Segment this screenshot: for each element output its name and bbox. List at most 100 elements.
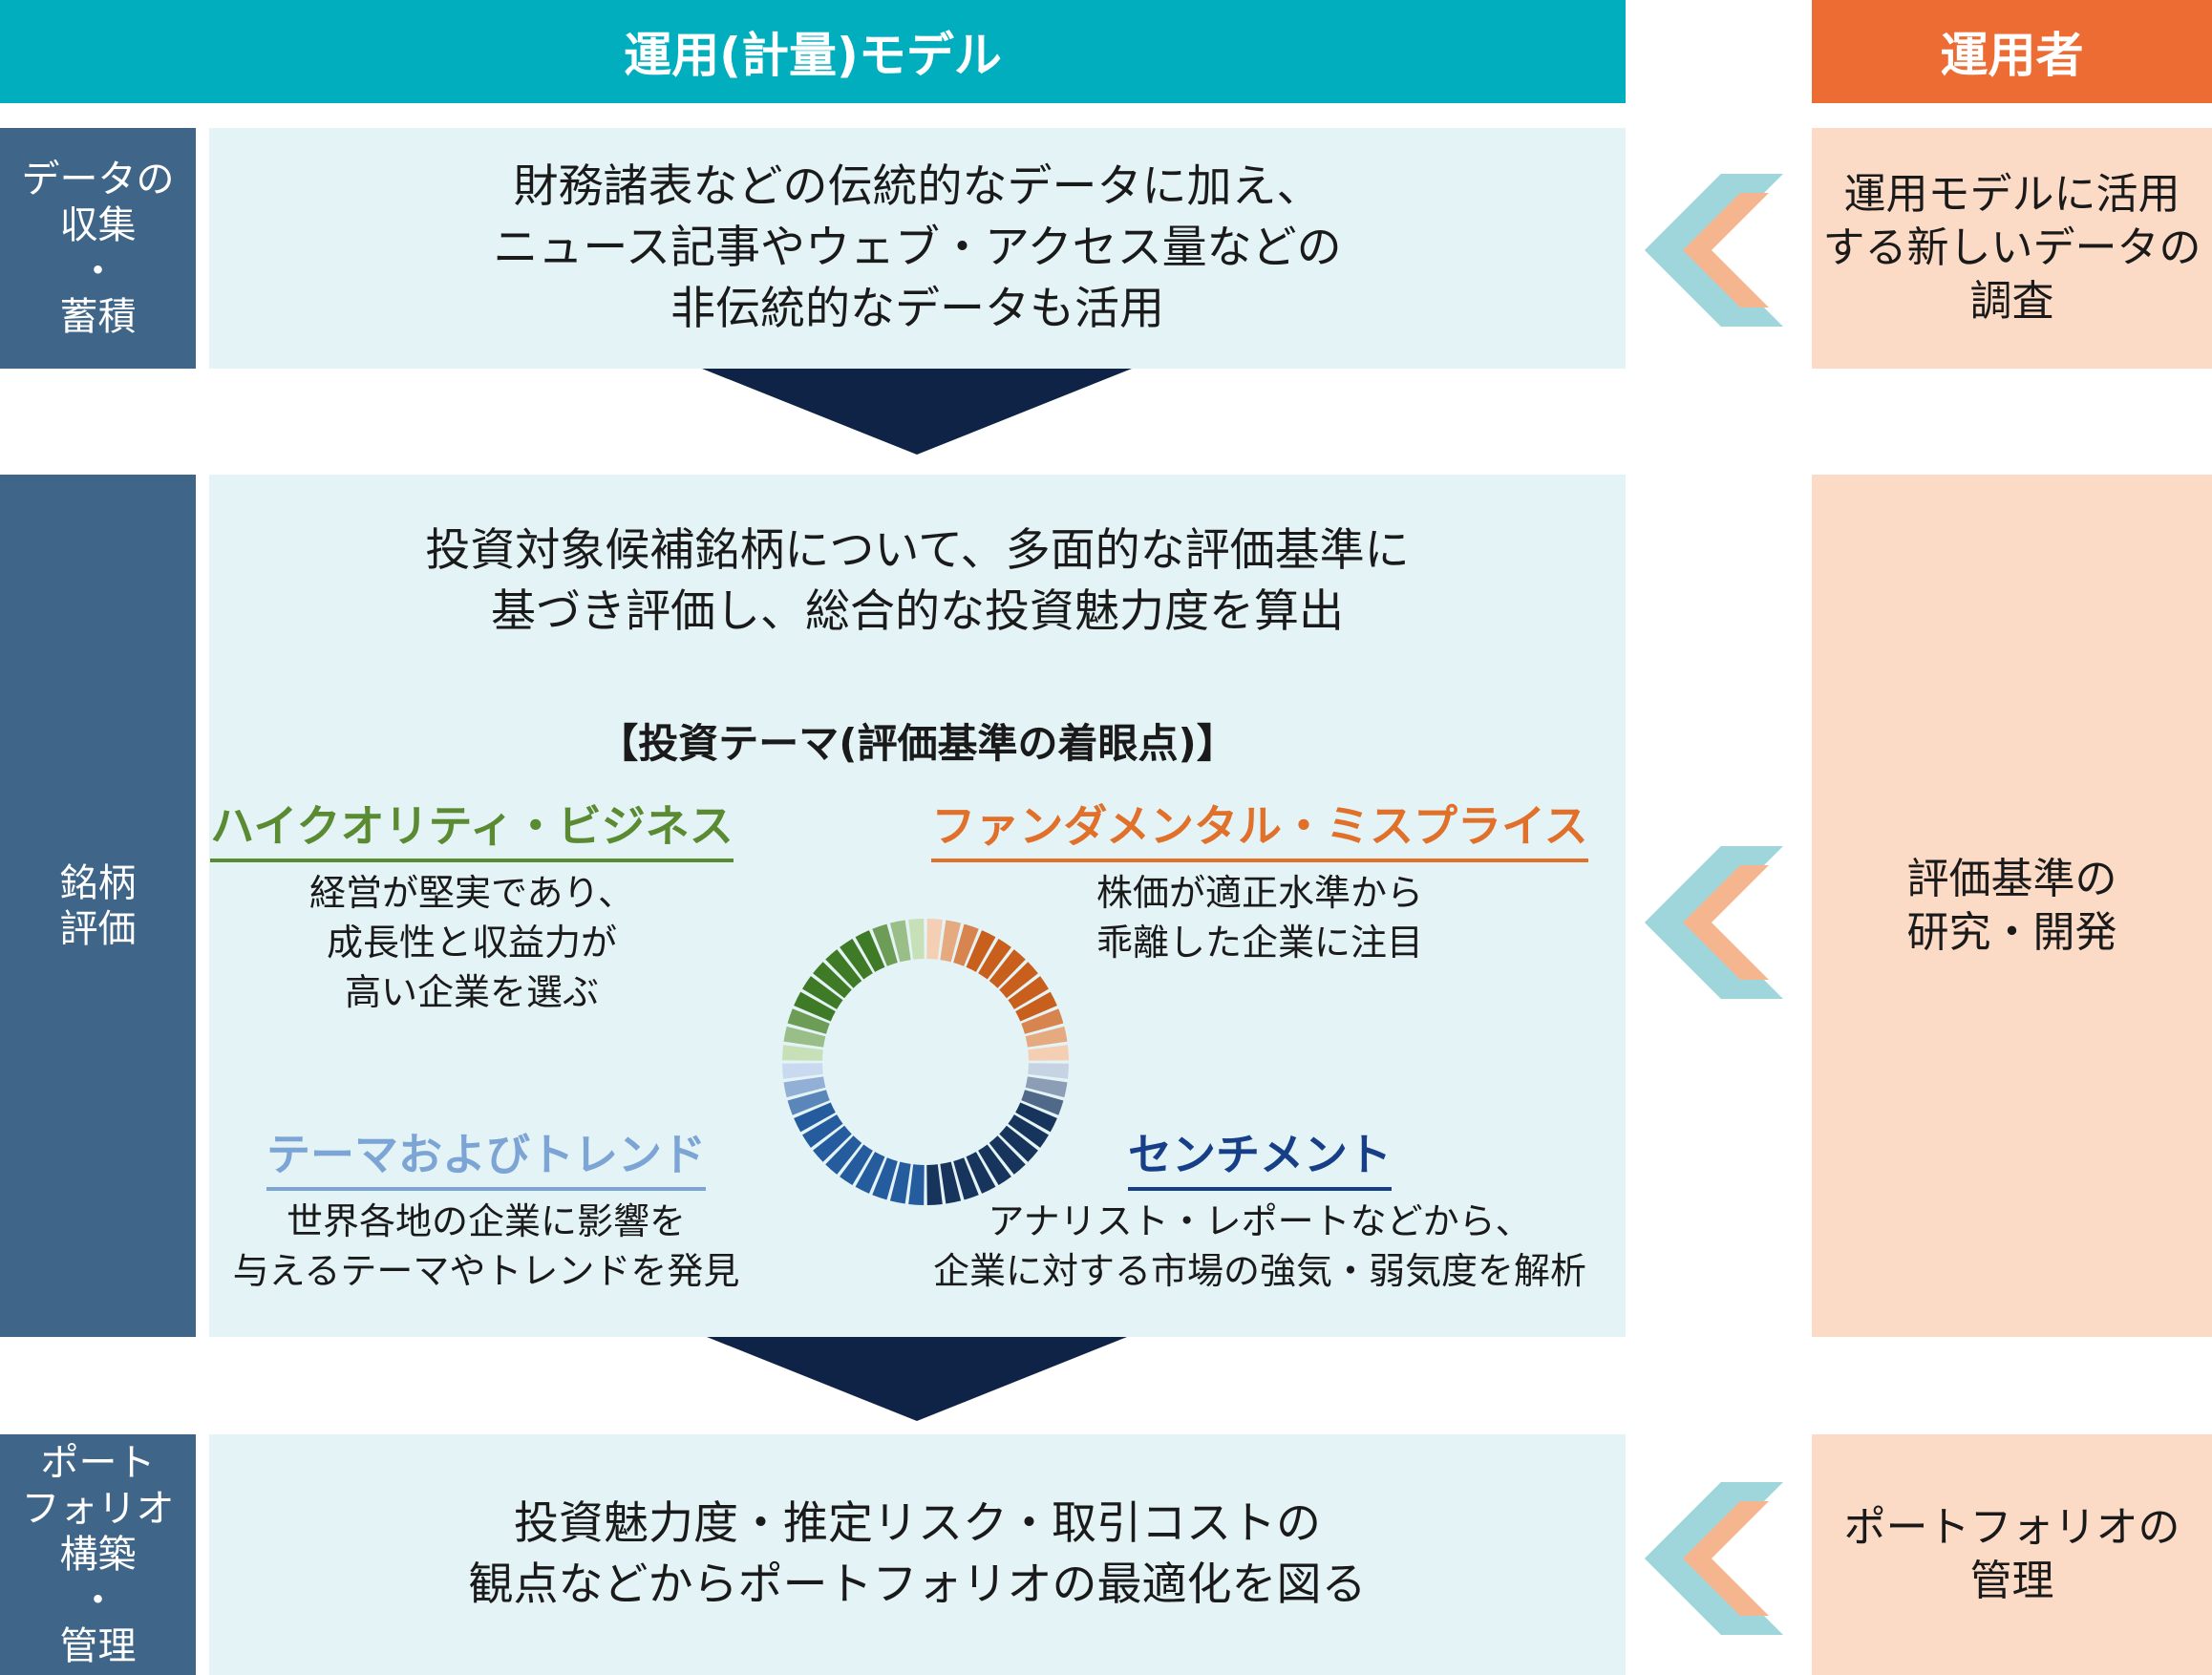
- ring-segment: [908, 1164, 925, 1205]
- ring-segment: [787, 1008, 830, 1034]
- ring-segment: [953, 1157, 979, 1200]
- theme-desc-line: 株価が適正水準から: [1095, 872, 1423, 914]
- ring-segment: [802, 1114, 843, 1148]
- side-line: 蓄積: [59, 295, 137, 339]
- ring-segment: [999, 1125, 1038, 1162]
- ring-segment: [889, 920, 911, 963]
- ring-segment: [872, 1157, 898, 1200]
- theme-desc-line: アナリスト・レポートなどから、: [988, 1200, 1532, 1242]
- themes-heading: 【投資テーマ(評価基準の着眼点)】: [598, 720, 1237, 767]
- ring-segment: [794, 991, 836, 1022]
- op-text-line: する新しいデータの: [1822, 223, 2201, 272]
- ring-segment: [966, 1152, 996, 1194]
- side-line: 収集: [59, 203, 137, 247]
- panel-text-line: 観点などからポートフォリオの最適化を図る: [468, 1558, 1367, 1611]
- side-line: ポート: [40, 1441, 156, 1485]
- side-line: 構築: [59, 1533, 137, 1577]
- ring-segment: [978, 939, 1011, 980]
- theme-title: センチメント: [1128, 1120, 1392, 1191]
- panel-text-line: 財務諸表などの伝統的なデータに加え、: [513, 160, 1322, 213]
- theme-description: アナリスト・レポートなどから、 企業に対する市場の強気・弱気度を解析: [933, 1197, 1586, 1296]
- ring-segment: [783, 1076, 826, 1098]
- ring-segment: [825, 949, 862, 988]
- ring-segment: [1028, 1063, 1069, 1079]
- theme-desc-line: 世界各地の企業に影響を: [286, 1200, 686, 1242]
- theme-themes-and-trends: テーマおよびトレンド 世界各地の企業に影響を 与えるテーマやトレンドを発見: [228, 1120, 744, 1296]
- op-text-line: 評価基準の: [1906, 854, 2117, 903]
- panel-text-line: ニュース記事やウェブ・アクセス量などの: [493, 222, 1342, 274]
- theme-desc-line: 高い企業を選ぶ: [344, 971, 599, 1013]
- operator-panel-criteria-research: 評価基準の 研究・開発: [1812, 475, 2212, 1337]
- panel-text-line: 投資魅力度・推定リスク・取引コストの: [513, 1497, 1322, 1550]
- ring-segment: [855, 930, 885, 972]
- theme-high-quality-business: ハイクオリティ・ビジネス 経営が堅実であり、 成長性と収益力が 高い企業を選ぶ: [210, 792, 734, 1017]
- down-arrow-icon: [702, 369, 1132, 455]
- ring-segment: [1008, 1114, 1049, 1148]
- op-text-line: ポートフォリオの: [1843, 1503, 2180, 1552]
- chevron-left-icon: [1645, 846, 1783, 999]
- ring-segment: [813, 962, 852, 999]
- model-header: 運用(計量)モデル: [0, 0, 1626, 103]
- ring-segment: [840, 939, 873, 980]
- op-text-line: 運用モデルに活用: [1843, 170, 2180, 219]
- side-line: 管理: [59, 1624, 137, 1668]
- ring-segment: [1021, 1008, 1064, 1034]
- ring-segment: [1028, 1045, 1069, 1061]
- side-line: フォリオ: [21, 1487, 175, 1531]
- ring-segment: [787, 1090, 830, 1115]
- panel-stock-evaluation: 投資対象候補銘柄について、多面的な評価基準に 基づき評価し、総合的な投資魅力度を…: [209, 475, 1626, 1337]
- side-label-stock-evaluation: 銘柄 評価: [0, 475, 196, 1337]
- ring-segment: [1015, 991, 1057, 1022]
- theme-desc-line: 企業に対する市場の強気・弱気度を解析: [932, 1250, 1586, 1292]
- down-arrow-icon: [707, 1337, 1127, 1421]
- theme-title: テーマおよびトレンド: [266, 1120, 706, 1191]
- panel-text-line: 非伝統的なデータも活用: [670, 283, 1164, 335]
- operator-header-title: 運用者: [1940, 28, 2084, 83]
- op-text-line: 研究・開発: [1906, 907, 2117, 957]
- theme-description: 株価が適正水準から 乖離した企業に注目: [1096, 868, 1423, 967]
- operator-header: 運用者: [1812, 0, 2212, 103]
- side-label-portfolio-construction: ポート フォリオ 構築 ・ 管理: [0, 1434, 196, 1675]
- ring-segment: [802, 976, 843, 1009]
- panel-data-collection: 財務諸表などの伝統的なデータに加え、 ニュース記事やウェブ・アクセス量などの 非…: [209, 128, 1626, 369]
- theme-title: ハイクオリティ・ビジネス: [210, 792, 734, 862]
- ring-segment: [794, 1102, 836, 1133]
- ring-segment: [840, 1144, 873, 1185]
- ring-segment: [989, 1135, 1026, 1175]
- ring-segment: [1025, 1026, 1068, 1048]
- ring-segment: [855, 1152, 885, 1194]
- ring-segment: [940, 920, 962, 963]
- panel-text-line: 基づき評価し、総合的な投資魅力度を算出: [491, 585, 1344, 638]
- ring-segment: [783, 1026, 826, 1048]
- op-text-line: 管理: [1969, 1557, 2054, 1605]
- theme-sentiment: センチメント アナリスト・レポートなどから、 企業に対する市場の強気・弱気度を解…: [916, 1120, 1604, 1296]
- ring-segment: [999, 962, 1038, 999]
- operator-panel-data-research: 運用モデルに活用 する新しいデータの 調査: [1812, 128, 2212, 369]
- side-line: ・: [78, 249, 117, 293]
- operator-panel-portfolio-management: ポートフォリオの 管理: [1812, 1434, 2212, 1675]
- evaluation-description: 投資対象候補銘柄について、多面的な評価基準に 基づき評価し、総合的な投資魅力度を…: [209, 520, 1626, 643]
- theme-title: ファンダメンタル・ミスプライス: [931, 792, 1588, 862]
- panel-portfolio-construction: 投資魅力度・推定リスク・取引コストの 観点などからポートフォリオの最適化を図る: [209, 1434, 1626, 1675]
- chevron-left-icon: [1645, 174, 1783, 327]
- theme-description: 経営が堅実であり、 成長性と収益力が 高い企業を選ぶ: [309, 868, 634, 1017]
- panel-text-line: 投資対象候補銘柄について、多面的な評価基準に: [425, 524, 1410, 577]
- ring-segment: [813, 1125, 852, 1162]
- theme-desc-line: 経営が堅実であり、: [308, 872, 635, 914]
- theme-fundamental-misprice: ファンダメンタル・ミスプライス 株価が適正水準から 乖離した企業に注目: [931, 792, 1588, 967]
- ring-segment: [953, 923, 979, 966]
- ring-segment: [940, 1161, 962, 1204]
- ring-segment: [825, 1135, 862, 1175]
- side-line: 評価: [59, 906, 137, 951]
- chevron-left-icon: [1645, 1482, 1783, 1635]
- ring-segment: [889, 1161, 911, 1204]
- side-label-data-collection: データの 収集 ・ 蓄積: [0, 128, 196, 369]
- ring-segment: [978, 1144, 1011, 1185]
- ring-segment: [966, 930, 996, 972]
- ring-segment: [989, 949, 1026, 988]
- ring-segment: [1025, 1076, 1068, 1098]
- ring-segment: [782, 1045, 823, 1061]
- model-header-title: 運用(計量)モデル: [624, 28, 1002, 83]
- ring-segment: [1008, 976, 1049, 1009]
- op-text-line: 調査: [1969, 277, 2054, 326]
